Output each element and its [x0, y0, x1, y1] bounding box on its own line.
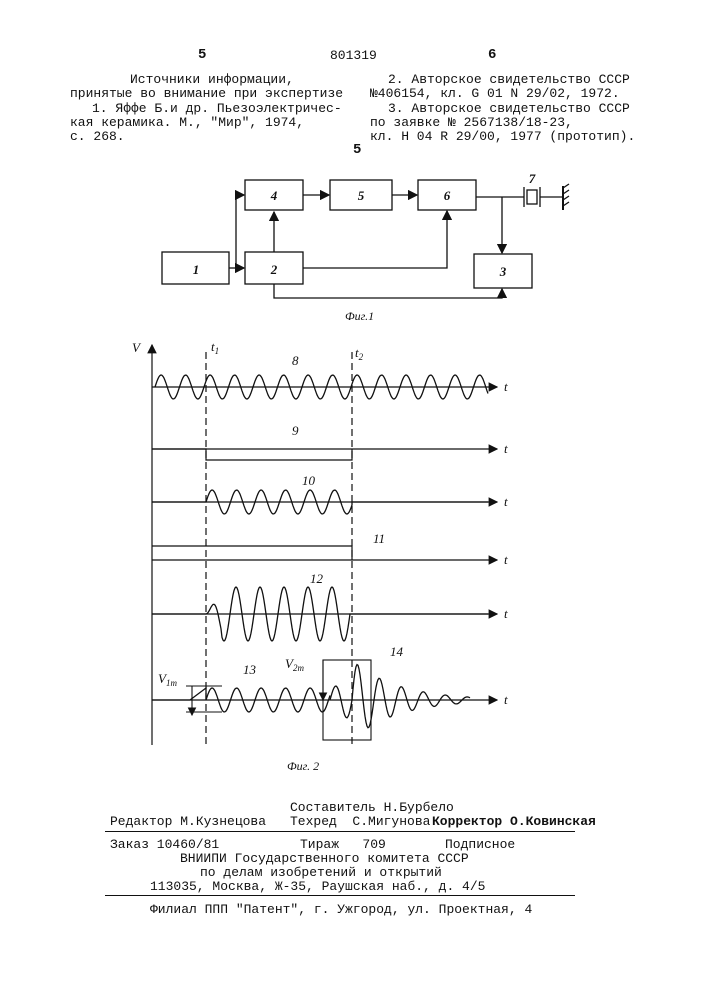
compiler: Составитель Н.Бурбело [290, 800, 454, 815]
org-line-2: по делам изобретений и открытий [200, 865, 442, 880]
techred: Техред С.Мигунова [290, 814, 430, 829]
editor: Редактор М.Кузнецова [110, 814, 266, 829]
curve-label-12: 12 [310, 571, 324, 586]
t-axis-label: t [504, 494, 508, 509]
org-line-1: ВНИИПИ Государственного комитета СССР [180, 851, 469, 866]
address: 113035, Москва, Ж-35, Раушская наб., д. … [150, 879, 485, 894]
t2-label: t2 [355, 345, 364, 362]
curve-label-14: 14 [390, 644, 404, 659]
fig2-timing-diagram: V t1 t2 t t t t t t 8 9 10 11 12 13 14 V… [0, 0, 707, 780]
corrector: Корректор О.Ковинская [432, 814, 596, 829]
order-number: Заказ 10460/81 [110, 837, 219, 852]
curve-label-9: 9 [292, 423, 299, 438]
t-axis-label: t [504, 692, 508, 707]
v1m-label: V1m [158, 671, 177, 688]
v2m-label: V2m [285, 656, 304, 673]
t1-label: t1 [211, 339, 219, 356]
divider [105, 895, 575, 896]
t-axis-label: t [504, 552, 508, 567]
t-axis-label: t [504, 606, 508, 621]
branch-address: Филиал ППП "Патент", г. Ужгород, ул. Про… [150, 902, 532, 917]
subscription: Подписное [445, 837, 515, 852]
t-axis-label: t [504, 441, 508, 456]
divider [105, 831, 575, 832]
curve-label-8: 8 [292, 353, 299, 368]
t-axis-label: t [504, 379, 508, 394]
curve-14 [330, 665, 470, 728]
circulation: Тираж 709 [300, 837, 386, 852]
fig2-caption: Фиг. 2 [287, 759, 319, 773]
curve-label-13: 13 [243, 662, 257, 677]
axis-v-label: V [132, 340, 142, 355]
curve-label-11: 11 [373, 531, 385, 546]
curve-label-10: 10 [302, 473, 316, 488]
